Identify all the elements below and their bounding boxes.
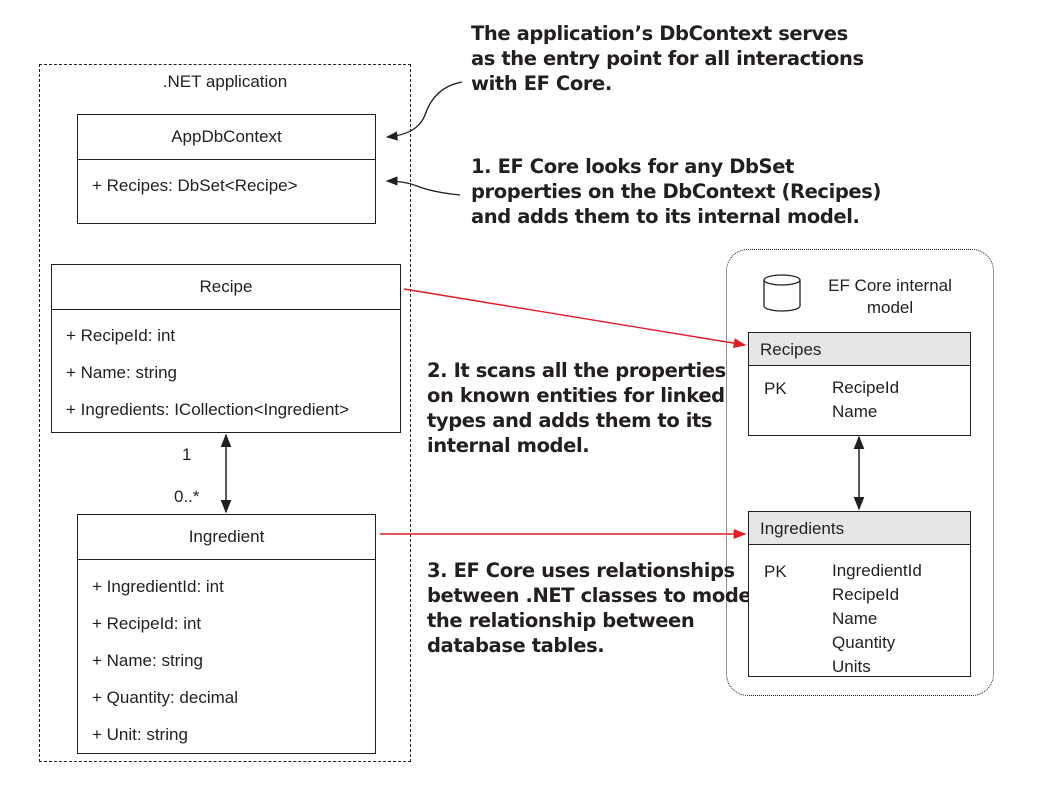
net-application-title: .NET application [162, 72, 288, 91]
appdbcontext-class-box: AppDbContext + Recipes: DbSet<Recipe> [77, 114, 376, 224]
annotation-step2: 2. It scans all the properties on known … [427, 359, 726, 457]
recipe-class-box: Recipe + RecipeId: int + Name: string + … [51, 264, 401, 433]
ef-core-internal-model-boundary [726, 249, 994, 696]
recipes-table-pk-label: PK [764, 379, 787, 398]
multiplicity-one: 1 [182, 445, 192, 464]
recipes-table: Recipes PK RecipeId Name [748, 332, 971, 436]
recipes-table-columns: RecipeId Name [832, 378, 900, 421]
ingredient-class-name: Ingredient [78, 515, 375, 560]
appdbcontext-class-name: AppDbContext [78, 115, 375, 160]
ingredient-prop-unit: + Unit: string [92, 725, 188, 744]
multiplicity-many: 0..* [174, 487, 200, 506]
annotation-step1: 1. EF Core looks for any DbSet propertie… [471, 155, 881, 228]
ingredients-table-pk-label: PK [764, 562, 787, 581]
ingredients-table-name: Ingredients [749, 512, 970, 545]
ingredients-table-columns: IngredientId RecipeId Name Quantity Unit… [832, 561, 922, 676]
ingredient-prop-recipeid: + RecipeId: int [92, 614, 202, 633]
recipe-to-recipes-table-arrow [403, 288, 747, 349]
ingredient-prop-quantity: + Quantity: decimal [92, 688, 238, 707]
annotation-step3: 3. EF Core uses relationships between .N… [427, 559, 758, 657]
recipe-class-name: Recipe [52, 265, 400, 310]
ef-core-internal-model-title: EF Core internal model [828, 276, 952, 317]
appdbcontext-prop-recipes: + Recipes: DbSet<Recipe> [92, 176, 298, 195]
net-application-boundary [39, 64, 411, 762]
ingredient-class-box: Ingredient + IngredientId: int + RecipeI… [77, 514, 376, 754]
database-icon [763, 274, 801, 312]
recipe-prop-ingredients: + Ingredients: ICollection<Ingredient> [66, 400, 350, 419]
step1-callout-arrow [385, 176, 461, 196]
recipes-table-name: Recipes [749, 333, 970, 366]
recipe-prop-name: + Name: string [66, 363, 178, 382]
ingredient-prop-ingredientid: + IngredientId: int [92, 577, 224, 596]
recipe-prop-recipeid: + RecipeId: int [66, 326, 176, 345]
ingredients-table: Ingredients PK IngredientId RecipeId Nam… [748, 511, 971, 677]
annotation-entry-point: The application’s DbContext serves as th… [471, 22, 864, 95]
entry-point-callout-arrow [385, 81, 463, 141]
ingredient-prop-name: + Name: string [92, 651, 204, 670]
